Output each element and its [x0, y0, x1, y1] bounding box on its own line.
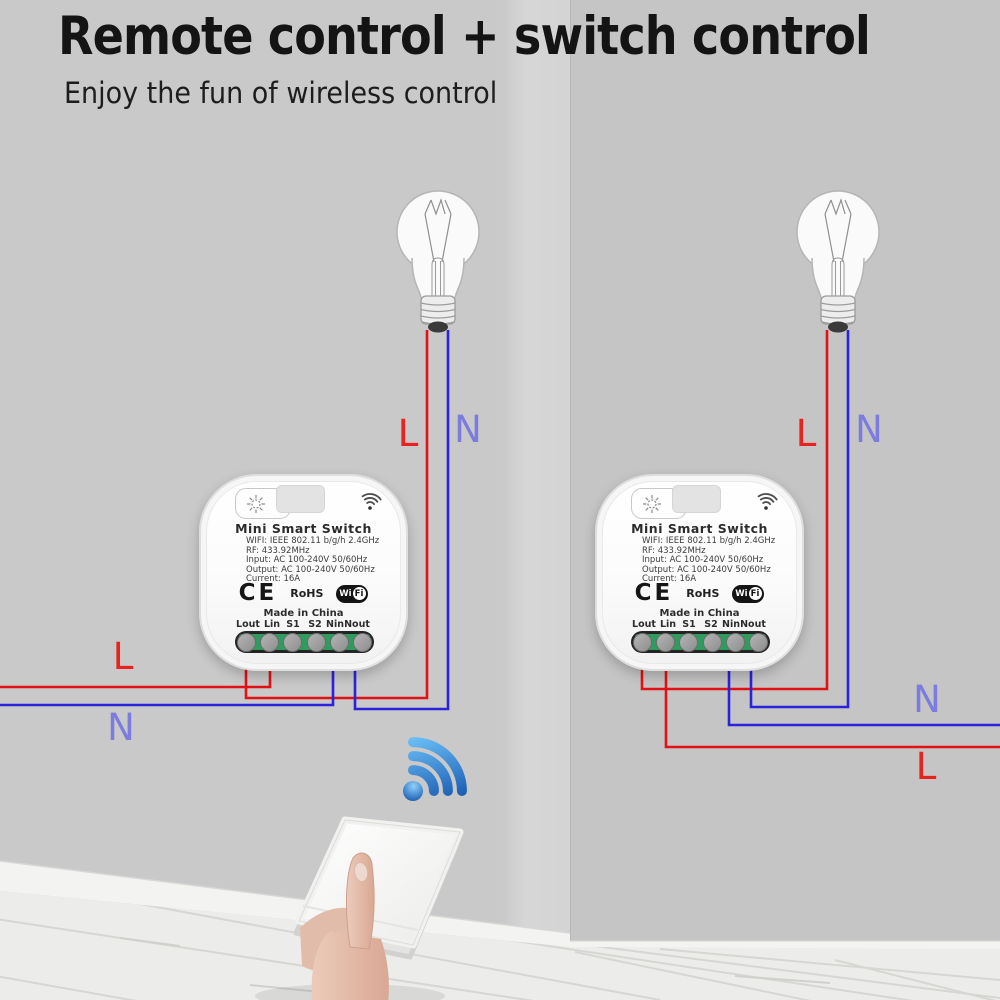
right-mains-live-label: L [915, 745, 937, 788]
terminal-label: Nin [326, 619, 344, 630]
terminal-screw [633, 632, 652, 652]
wiring [0, 330, 1000, 749]
spec-line: Input: AC 100-240V 50/60Hz [246, 555, 368, 566]
terminal-label: Nout [740, 619, 766, 630]
wifi-3d-icon [403, 737, 467, 801]
spec-line: WIFI: IEEE 802.11 b/g/h 2.4GHz [642, 536, 776, 546]
origin-label: Made in China [263, 608, 344, 619]
terminal-screw [283, 632, 303, 652]
terminal-screw [329, 632, 349, 652]
terminal-strip [235, 631, 374, 653]
wifi-signal-icon [361, 493, 382, 510]
wood-floor [0, 891, 1000, 1000]
spec-line: Current: 16A [246, 574, 301, 585]
light-bulb-left [396, 190, 480, 334]
terminal-label: Lout [632, 619, 656, 630]
rohs-label: RoHS [686, 587, 720, 600]
terminal-screw [748, 632, 768, 652]
sun-icon [246, 494, 266, 514]
right-bulb-neutral-label: N [855, 408, 883, 451]
terminal-label: Lin [263, 619, 281, 630]
page-title: Remote control + switch control [58, 6, 871, 67]
terminal-screw [260, 632, 280, 652]
right-lamp-live-wire [640, 330, 829, 691]
device-name: Mini Smart Switch [235, 521, 372, 536]
left-bulb-neutral-label: N [454, 408, 482, 451]
right-lamp-neutral-wire [749, 330, 850, 709]
terminal-label: S2 [704, 619, 718, 630]
terminal-screw [656, 632, 676, 652]
certifications: CE RoHS Wi Fi [597, 580, 802, 607]
spec-line: RF: 433.92MHz [642, 545, 706, 556]
light-bulb-right [796, 190, 880, 334]
certifications: CE RoHS Wi Fi [201, 580, 406, 607]
terminal-pcb [239, 634, 370, 650]
terminal-screw [725, 632, 745, 652]
device-button [672, 485, 721, 513]
left-baseboard [0, 861, 570, 947]
device-specs: WIFI: IEEE 802.11 b/g/h 2.4GHz RF: 433.9… [642, 536, 776, 585]
left-lamp-neutral-wire [353, 330, 450, 711]
terminal-screw [352, 632, 372, 652]
page-subtitle: Enjoy the fun of wireless control [64, 76, 498, 110]
terminal-label: Lout [236, 619, 260, 630]
spec-line: RF: 433.92MHz [246, 545, 310, 556]
left-lamp-live-wire [244, 330, 429, 700]
right-baseboard [570, 941, 1000, 949]
spec-line: Current: 16A [642, 574, 697, 585]
device-specs: WIFI: IEEE 802.11 b/g/h 2.4GHz RF: 433.9… [246, 536, 380, 585]
wifi-signal-icon [757, 493, 778, 510]
terminal-screw [237, 632, 256, 652]
wifi-cert-badge: Wi Fi [336, 584, 369, 603]
ce-mark: CE [238, 580, 278, 606]
mini-smart-switch-right: Mini Smart Switch WIFI: IEEE 802.11 b/g/… [595, 474, 804, 671]
terminal-pcb [635, 634, 766, 650]
spec-line: WIFI: IEEE 802.11 b/g/h 2.4GHz [246, 536, 380, 546]
device-button [276, 485, 325, 513]
left-mains-neutral-label: N [107, 706, 135, 749]
mini-smart-switch-left: Mini Smart Switch WIFI: IEEE 802.11 b/g/… [199, 474, 408, 671]
terminal-label: S1 [682, 619, 696, 630]
left-bulb-live-label: L [397, 412, 419, 455]
device-name: Mini Smart Switch [631, 521, 768, 536]
left-mains-neutral-wire [0, 655, 335, 707]
right-mains-neutral-wire [727, 655, 1000, 727]
left-mains-live-label: L [112, 635, 134, 678]
terminal-strip [631, 631, 770, 653]
origin-label: Made in China [659, 608, 740, 619]
thumb-nail [353, 862, 369, 882]
spec-line: Input: AC 100-240V 50/60Hz [642, 555, 764, 566]
right-bulb-live-label: L [795, 412, 817, 455]
ce-mark: CE [634, 580, 674, 606]
wifi-cert-badge: Wi Fi [732, 584, 765, 603]
right-mains-neutral-label: N [913, 678, 941, 721]
spec-line: Output: AC 100-240V 50/60Hz [642, 564, 771, 575]
hand-with-remote-switch [255, 816, 464, 1000]
terminal-screw [679, 632, 699, 652]
right-mains-live-wire [664, 655, 1000, 749]
sun-icon [642, 494, 662, 514]
terminal-screw [702, 632, 722, 652]
terminal-label: Lin [659, 619, 677, 630]
terminal-label: Nin [722, 619, 740, 630]
terminal-label: S1 [286, 619, 300, 630]
terminal-screw [306, 632, 326, 652]
terminal-label: Nout [344, 619, 370, 630]
spec-line: Output: AC 100-240V 50/60Hz [246, 564, 375, 575]
wall-corner-highlight [502, 0, 570, 947]
rohs-label: RoHS [290, 587, 324, 600]
terminal-label: S2 [308, 619, 322, 630]
